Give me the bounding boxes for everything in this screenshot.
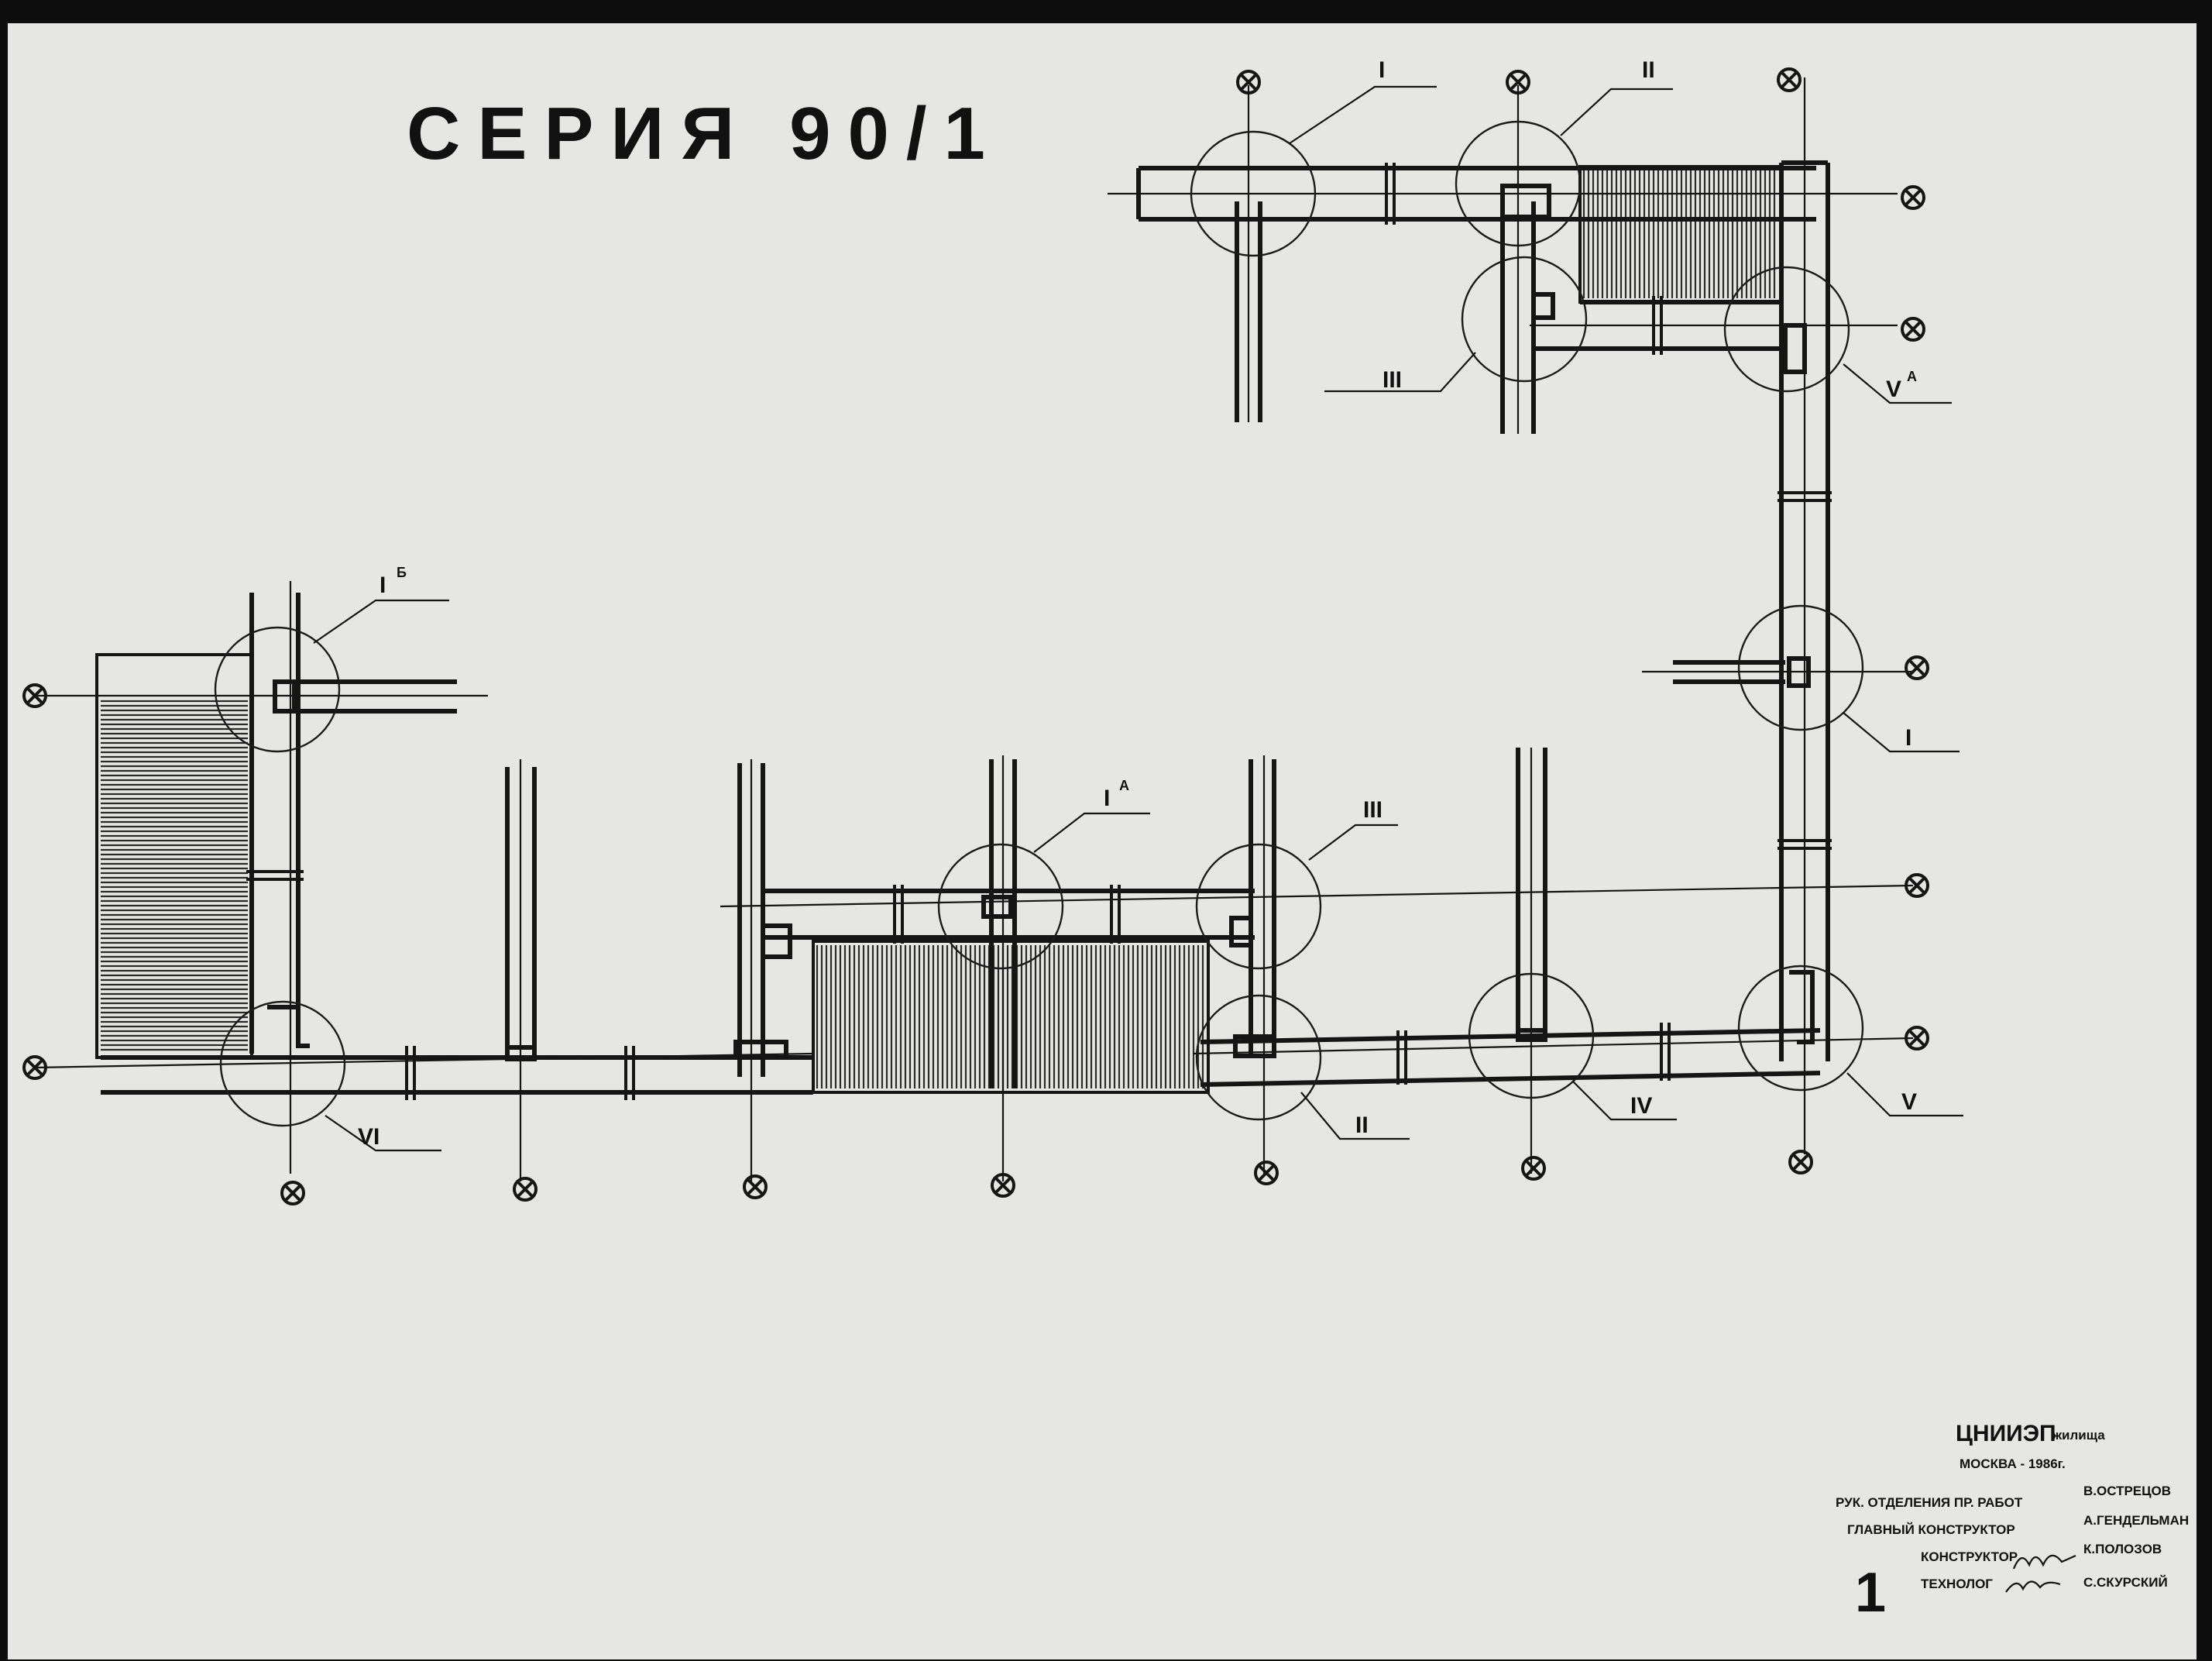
axis-markers bbox=[22, 67, 1929, 1205]
title-block-org-suffix: жилища bbox=[2052, 1428, 2105, 1443]
signature-1 bbox=[2012, 1554, 2076, 1570]
circled-x-icon bbox=[22, 1055, 47, 1080]
label-vi: VI bbox=[358, 1124, 380, 1150]
label-iii-top: III bbox=[1382, 367, 1402, 393]
paper-background bbox=[8, 23, 2197, 1659]
detail-circle-ia bbox=[937, 843, 1064, 970]
wall-middle-upper bbox=[720, 884, 1914, 944]
wall-top-left-vertical bbox=[1235, 85, 1262, 422]
title-block-role-1: РУК. ОТДЕЛЕНИЯ ПР. РАБОТ bbox=[1836, 1495, 2023, 1510]
title-block-org: ЦНИИЭП bbox=[1956, 1421, 2056, 1446]
detail-circles bbox=[214, 120, 1864, 1127]
label-ii-bottom: II bbox=[1355, 1112, 1369, 1138]
signature-2 bbox=[2005, 1580, 2061, 1593]
circled-x-icon bbox=[743, 1174, 768, 1199]
label-iii-mid: III bbox=[1363, 797, 1382, 823]
label-ib-sup: Б bbox=[397, 565, 407, 580]
circled-x-icon bbox=[22, 683, 47, 708]
label-va: V bbox=[1886, 377, 1901, 402]
detail-circle-ii-bottom bbox=[1195, 994, 1322, 1121]
circled-x-icon bbox=[1901, 317, 1925, 342]
drawing-title: СЕРИЯ 90/1 bbox=[407, 92, 1002, 175]
circled-x-icon bbox=[991, 1173, 1015, 1198]
label-i-top: I bbox=[1379, 57, 1385, 83]
title-block: ЦНИИЭП жилища МОСКВА - 1986г. РУК. ОТДЕЛ… bbox=[1836, 1421, 2189, 1624]
title-block-name-2: А.ГЕНДЕЛЬМАН bbox=[2083, 1513, 2189, 1528]
circled-x-icon bbox=[513, 1177, 538, 1202]
label-ib: I bbox=[380, 573, 386, 598]
detail-circle-i-right bbox=[1737, 604, 1864, 731]
title-block-role-3: КОНСТРУКТОР bbox=[1921, 1549, 2018, 1564]
detail-circle-iii-top bbox=[1461, 256, 1588, 383]
label-ia: I bbox=[1104, 786, 1110, 811]
circled-x-icon bbox=[1236, 70, 1261, 95]
label-va-sup: А bbox=[1907, 369, 1917, 384]
circled-x-icon bbox=[1506, 70, 1530, 95]
wall-top-inner-horizontal bbox=[1530, 296, 1898, 355]
detail-circle-iii-mid bbox=[1195, 843, 1322, 970]
wall-verticals bbox=[35, 581, 1547, 1181]
circled-x-icon bbox=[1777, 67, 1802, 92]
hatched-slabs bbox=[101, 170, 1776, 1088]
label-ia-sup: А bbox=[1119, 778, 1129, 793]
label-i-right: I bbox=[1905, 725, 1911, 751]
circled-x-icon bbox=[1905, 1026, 1929, 1051]
detail-circle-va bbox=[1723, 266, 1850, 393]
title-block-name-3: К.ПОЛОЗОВ bbox=[2083, 1542, 2162, 1556]
wall-bottom-long bbox=[34, 1023, 1914, 1100]
detail-circle-vi bbox=[219, 1000, 346, 1127]
label-ii-top: II bbox=[1642, 57, 1655, 83]
sheet-number: 1 bbox=[1855, 1562, 1886, 1624]
detail-circle-iv bbox=[1468, 972, 1595, 1099]
detail-circle-i-top bbox=[1190, 130, 1317, 257]
detail-circle-ib bbox=[214, 626, 341, 753]
circled-x-icon bbox=[1901, 185, 1925, 210]
circled-x-icon bbox=[1254, 1161, 1279, 1185]
title-block-city-year: МОСКВА - 1986г. bbox=[1960, 1456, 2066, 1471]
leader-lines bbox=[313, 85, 1963, 1152]
node-labels: I II III V А I I Б I А III II IV V VI bbox=[358, 57, 1917, 1150]
title-block-role-4: ТЕХНОЛОГ bbox=[1921, 1577, 1993, 1591]
circled-x-icon bbox=[280, 1181, 305, 1205]
detail-circle-v bbox=[1737, 965, 1864, 1092]
title-block-name-1: В.ОСТРЕЦОВ bbox=[2083, 1484, 2171, 1498]
label-v: V bbox=[1901, 1089, 1917, 1115]
circled-x-icon bbox=[1905, 873, 1929, 898]
circled-x-icon bbox=[1521, 1156, 1546, 1181]
detail-circle-ii-top bbox=[1455, 120, 1582, 247]
title-block-role-2: ГЛАВНЫЙ КОНСТРУКТОР bbox=[1847, 1522, 2015, 1537]
label-iv: IV bbox=[1630, 1093, 1652, 1119]
circled-x-icon bbox=[1788, 1150, 1813, 1174]
slab-hatch-middle bbox=[816, 945, 1204, 1088]
wall-top-mid-vertical bbox=[1500, 85, 1555, 434]
circled-x-icon bbox=[1905, 655, 1929, 680]
wall-right-stub bbox=[1642, 660, 1913, 684]
slab-hatch-top bbox=[1582, 170, 1776, 298]
title-block-name-4: С.СКУРСКИЙ bbox=[2083, 1575, 2168, 1590]
